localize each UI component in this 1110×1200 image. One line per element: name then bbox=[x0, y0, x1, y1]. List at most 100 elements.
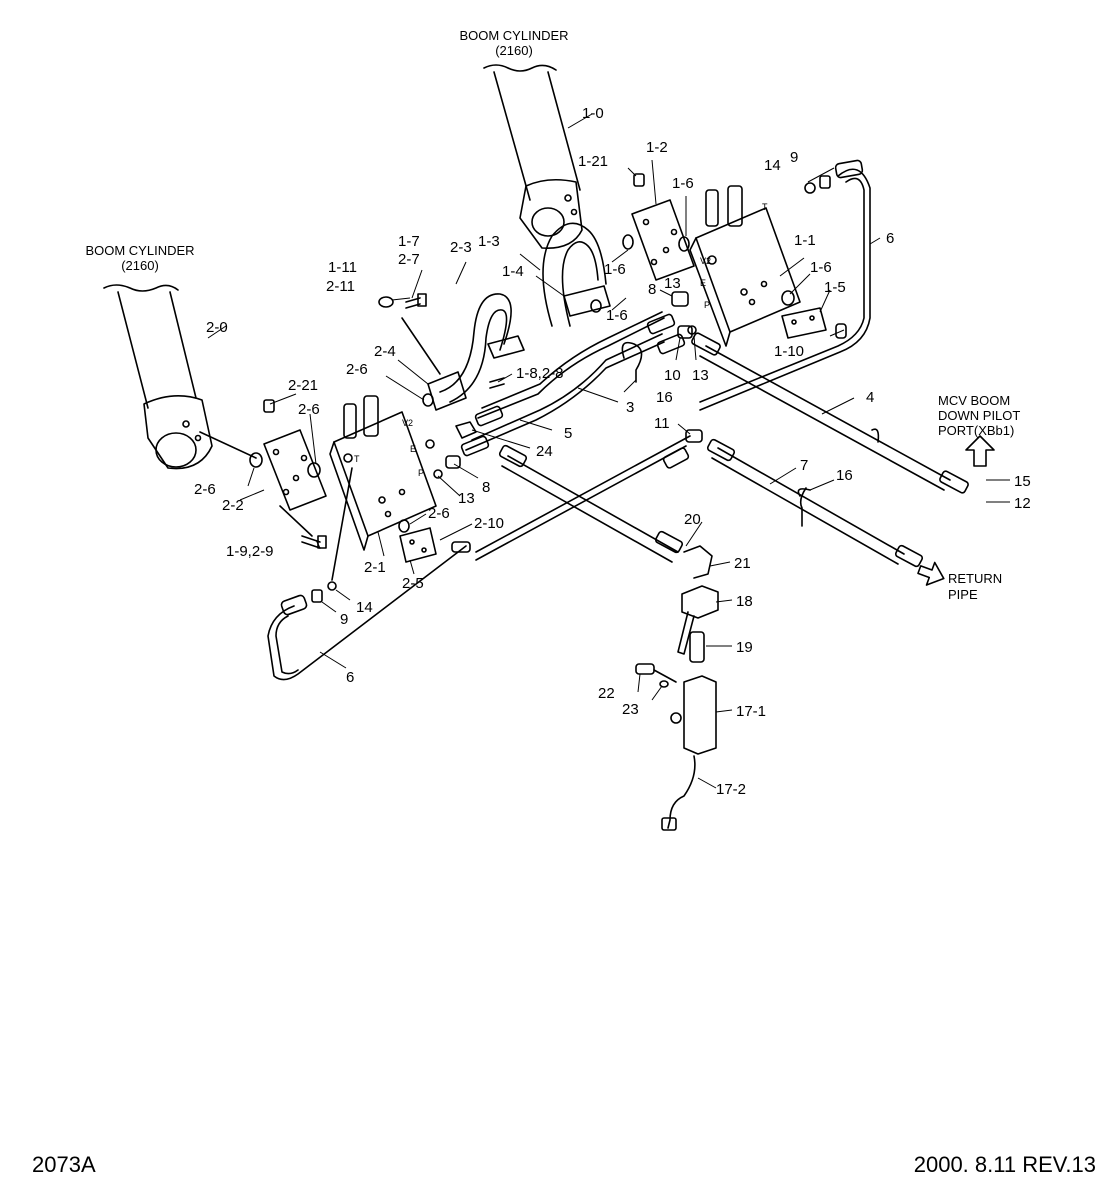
part-label: 17-2 bbox=[716, 781, 746, 798]
part-label: 2-2 bbox=[222, 497, 244, 514]
part-label: 16 bbox=[836, 467, 853, 484]
part-label: 2-4 bbox=[374, 343, 396, 360]
callout-mcv-line3: PORT(XBb1) bbox=[938, 423, 1014, 438]
spacer-block-upper bbox=[631, 199, 695, 281]
part-label: 2-6 bbox=[346, 361, 368, 378]
hose-20 bbox=[507, 455, 679, 553]
valve-18 bbox=[681, 585, 719, 619]
callout-mcv-line1: MCV BOOM bbox=[938, 393, 1010, 408]
revision-date: 2000. 8.11 REV.13 bbox=[913, 1152, 1096, 1177]
part-label: 1-10 bbox=[774, 343, 804, 360]
part-label: 2-6 bbox=[428, 505, 450, 522]
arrow-right-icon bbox=[917, 561, 945, 586]
callout-boom-cylinder-left-code: (2160) bbox=[121, 258, 159, 273]
callout-return-line2: PIPE bbox=[948, 587, 978, 602]
part-label: 1-2 bbox=[646, 139, 668, 156]
port-mark: E bbox=[410, 444, 416, 454]
part-label: 7 bbox=[800, 457, 808, 474]
part-label: 12 bbox=[1014, 495, 1031, 512]
part-label: 2-1 bbox=[364, 559, 386, 576]
part-label: 13 bbox=[458, 490, 475, 507]
part-label: 6 bbox=[346, 669, 354, 686]
hose-4 bbox=[705, 345, 951, 481]
spacer-block-lower bbox=[263, 429, 327, 511]
pipe-2-3 bbox=[439, 293, 512, 393]
part-label: 3 bbox=[626, 399, 634, 416]
pressure-switch-17-1 bbox=[683, 675, 717, 755]
callout-return-line1: RETURN bbox=[948, 571, 1002, 586]
valve-block-upper bbox=[689, 185, 801, 347]
part-label: 2-21 bbox=[288, 377, 318, 394]
hose-5 bbox=[477, 317, 665, 419]
part-label: 14 bbox=[764, 157, 781, 174]
cable-17-2 bbox=[667, 755, 696, 829]
part-label: 2-5 bbox=[402, 575, 424, 592]
callout-boom-cylinder-left: BOOM CYLINDER bbox=[85, 243, 194, 258]
port-mark: P bbox=[704, 300, 710, 310]
part-label: 2-0 bbox=[206, 319, 228, 336]
part-label: 15 bbox=[1014, 473, 1031, 490]
part-label: 8 bbox=[648, 281, 656, 298]
part-label: 20 bbox=[684, 511, 701, 528]
part-label: 2-7 bbox=[398, 251, 420, 268]
hose-7 bbox=[717, 447, 905, 555]
flange-1-4 bbox=[563, 285, 611, 317]
part-label: 2-6 bbox=[298, 401, 320, 418]
part-label: 9 bbox=[340, 611, 348, 628]
small-plate-upper bbox=[781, 307, 847, 339]
part-label: 9 bbox=[790, 149, 798, 166]
part-label: 6 bbox=[886, 230, 894, 247]
boom-cylinder-left bbox=[103, 284, 213, 470]
port-mark: V2 bbox=[402, 418, 413, 428]
part-label: 4 bbox=[866, 389, 874, 406]
pipe-6-right bbox=[699, 168, 871, 411]
part-label: 1-0 bbox=[582, 105, 604, 122]
flange-2-4 bbox=[427, 371, 467, 411]
part-label: 21 bbox=[734, 555, 751, 572]
part-label: 8 bbox=[482, 479, 490, 496]
port-mark: T bbox=[354, 454, 360, 464]
hydraulic-parts-diagram: BOOM CYLINDER (2160) BOOM CYLINDER (2160… bbox=[85, 28, 1031, 831]
part-label: 19 bbox=[736, 639, 753, 656]
part-label: 24 bbox=[536, 443, 553, 460]
part-label: 1-6 bbox=[672, 175, 694, 192]
port-mark: P bbox=[418, 468, 424, 478]
elbow-21 bbox=[683, 545, 713, 579]
part-label: 1-1 bbox=[794, 232, 816, 249]
callout-boom-cylinder-top: BOOM CYLINDER bbox=[459, 28, 568, 43]
part-label: 1-6 bbox=[810, 259, 832, 276]
part-label: 10 bbox=[664, 367, 681, 384]
u-pipe-1-3 bbox=[542, 222, 607, 327]
part-label: 11 bbox=[654, 415, 670, 432]
hose-3 bbox=[465, 341, 665, 451]
part-label: 16 bbox=[656, 389, 673, 406]
boom-cylinder-upper bbox=[483, 64, 583, 249]
small-plate-lower bbox=[399, 527, 471, 563]
pipe-6-left bbox=[267, 545, 467, 681]
part-label: 23 bbox=[622, 701, 639, 718]
part-label: 5 bbox=[564, 425, 572, 442]
port-mark: V2 bbox=[700, 256, 711, 266]
drawing-number: 2073A bbox=[32, 1152, 96, 1177]
arrow-up-icon bbox=[965, 435, 995, 467]
part-label: 1-9,2-9 bbox=[226, 543, 274, 560]
part-label: 1-21 bbox=[578, 153, 608, 170]
part-label: 1-4 bbox=[502, 263, 524, 280]
part-label: 2-6 bbox=[194, 481, 216, 498]
part-label: 1-11 bbox=[328, 259, 357, 276]
part-label: 13 bbox=[664, 275, 681, 292]
part-label: 17-1 bbox=[736, 703, 766, 720]
port-mark: E bbox=[700, 278, 706, 288]
part-label: 14 bbox=[356, 599, 373, 616]
part-label: 1-3 bbox=[478, 233, 500, 250]
part-label: 1-7 bbox=[398, 233, 420, 250]
part-label: 1-6 bbox=[606, 307, 628, 324]
callout-boom-cylinder-top-code: (2160) bbox=[495, 43, 533, 58]
part-label: 18 bbox=[736, 593, 753, 610]
part-label: 2-10 bbox=[474, 515, 504, 532]
part-label: 22 bbox=[598, 685, 615, 702]
part-label: 1-6 bbox=[604, 261, 626, 278]
part-label: 2-11 bbox=[326, 278, 355, 295]
part-label: 1-8,2-8 bbox=[516, 365, 564, 382]
callout-mcv-line2: DOWN PILOT bbox=[938, 408, 1020, 423]
